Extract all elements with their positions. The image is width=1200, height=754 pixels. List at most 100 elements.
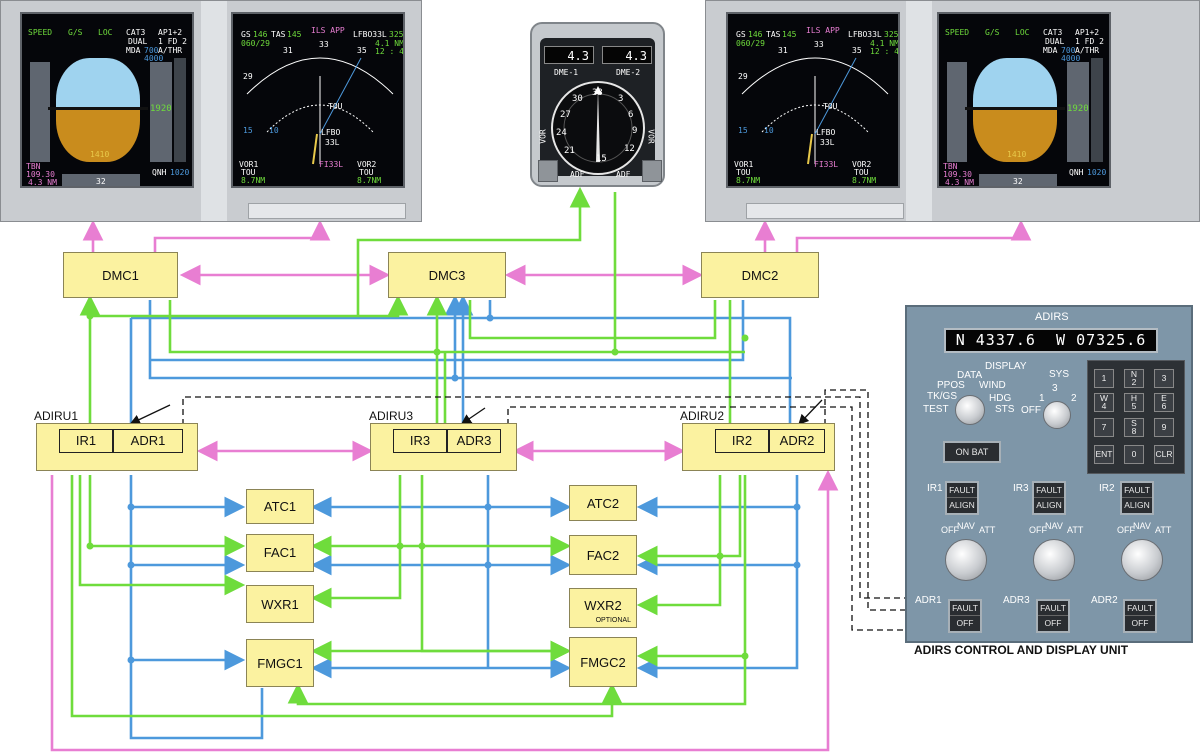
pfd-fma-athr: A/THR [158, 46, 183, 55]
pfd2-fma-speed: SPEED [945, 28, 970, 37]
pfd2-speed-tape [947, 62, 967, 162]
fac2-label: FAC2 [586, 548, 620, 563]
dmc2-box: DMC2 [701, 252, 819, 298]
ir2-att-label: ATT [1155, 525, 1172, 535]
rmi-card-21: 21 [564, 146, 575, 156]
key-clr[interactable]: CLR [1154, 445, 1174, 464]
rmi-right-knob[interactable] [642, 160, 662, 182]
key-3[interactable]: 3 [1154, 369, 1174, 388]
nd2-tas-val: 145 [782, 30, 797, 39]
nd2-arc-29: 29 [738, 72, 748, 81]
nd-vor2: VOR2 [357, 160, 377, 169]
nd2-gs-val: 146 [748, 30, 763, 39]
key-0[interactable]: 0 [1124, 445, 1144, 464]
pfd-altitude-tape [150, 62, 172, 162]
green-ir-links [70, 186, 747, 718]
nd2-mode: ILS APP [806, 26, 840, 35]
pfd2-heading-tape [979, 174, 1057, 186]
cdu-display-label: DISPLAY [985, 361, 1027, 372]
wxr2-optional-note: OPTIONAL [595, 617, 631, 624]
dme-1-label: DME-1 [554, 68, 579, 77]
ir3-module: IR3 [393, 429, 447, 453]
rmi-card-6: 6 [628, 110, 634, 120]
nd2-arc-35: 35 [852, 46, 862, 55]
nd-mode: ILS APP [311, 26, 345, 35]
nd-course: 325 [389, 30, 404, 39]
nd2-runway-num: 33L [820, 138, 835, 147]
nd-tas-val: 145 [287, 30, 302, 39]
nd-arc-31: 31 [283, 46, 293, 55]
pfd2-attitude-sphere [973, 58, 1057, 162]
nd-arc-35: 35 [357, 46, 367, 55]
pfd2-fma-gs: G/S [985, 28, 1000, 37]
nd-dist: 4.1 NM [375, 39, 404, 48]
rmi-left-knob[interactable] [538, 160, 558, 182]
cdu-title: ADIRS [1035, 311, 1069, 323]
atc2-box: ATC2 [569, 485, 637, 521]
rmi-card-27: 27 [560, 110, 571, 120]
nd2-dist: 4.1 NM [870, 39, 899, 48]
pfd-qnh: QNH [152, 168, 167, 177]
dmc1-label: DMC1 [102, 268, 139, 283]
cdu-test-label: TEST [923, 404, 949, 415]
pfd-vsi [174, 58, 186, 162]
nd-arc-33: 33 [319, 40, 329, 49]
nd2-range-10: 10 [764, 126, 774, 135]
adr1-module: ADR1 [113, 429, 183, 453]
fmgc2-box: FMGC2 [569, 637, 637, 687]
key-ent[interactable]: ENT [1094, 445, 1114, 464]
nd-range-10: 10 [269, 126, 279, 135]
ir3-off-label: OFF [1029, 525, 1047, 535]
dmc3-label: DMC3 [428, 268, 466, 283]
cdu-sys-label: SYS [1049, 369, 1070, 380]
cdu-data-label: DATA [957, 370, 983, 381]
cdu-sts-label: STS [995, 404, 1015, 415]
rmi-compass-card [551, 81, 645, 175]
nd2-vor2-id: TOU [854, 168, 869, 177]
pfd2-fma-cat: CAT3 [1043, 28, 1063, 37]
cdu-sys-2: 2 [1071, 393, 1077, 404]
nd2-vor2: VOR2 [852, 160, 872, 169]
pfd-vref: 1410 [90, 150, 110, 159]
ir1-mode-selector[interactable] [945, 539, 987, 581]
ir2-mode-selector[interactable] [1121, 539, 1163, 581]
blue-adr-links [129, 294, 799, 740]
pfd-fma-mda-val: 700 [144, 46, 159, 55]
cdu-sys-1: 1 [1039, 393, 1045, 404]
display-selector-knob[interactable] [955, 395, 985, 425]
dmc3-box: DMC3 [388, 252, 506, 298]
nd-vor2-dist: 8.7NM [357, 176, 382, 185]
sys-selector-knob[interactable] [1043, 401, 1071, 429]
nd2-waypoint: LFBO33L [848, 30, 882, 39]
cdu-adr2-label: ADR2 [1091, 595, 1118, 606]
rmi-card-3: 3 [618, 94, 624, 104]
key-7[interactable]: 7 [1094, 418, 1114, 437]
nd2-runway: LFBO [816, 128, 836, 137]
pfd-heading-tape [62, 174, 140, 186]
ir1-nav-label: NAV [957, 521, 975, 531]
key-1[interactable]: 1 [1094, 369, 1114, 388]
pfd2-fma-loc: LOC [1015, 28, 1030, 37]
wxr1-box: WXR1 [246, 585, 314, 623]
nd-tas: TAS [271, 30, 286, 39]
ir3-mode-selector[interactable] [1033, 539, 1075, 581]
nd-vor2-id: TOU [359, 168, 374, 177]
nd2-tou: TOU [823, 102, 838, 111]
key-9[interactable]: 9 [1154, 418, 1174, 437]
pfd2-alt-current: 1920 [1067, 104, 1089, 114]
pfd-fma-gs: G/S [68, 28, 83, 37]
pfd2-ils-dist: 4.3 NM [945, 178, 974, 187]
